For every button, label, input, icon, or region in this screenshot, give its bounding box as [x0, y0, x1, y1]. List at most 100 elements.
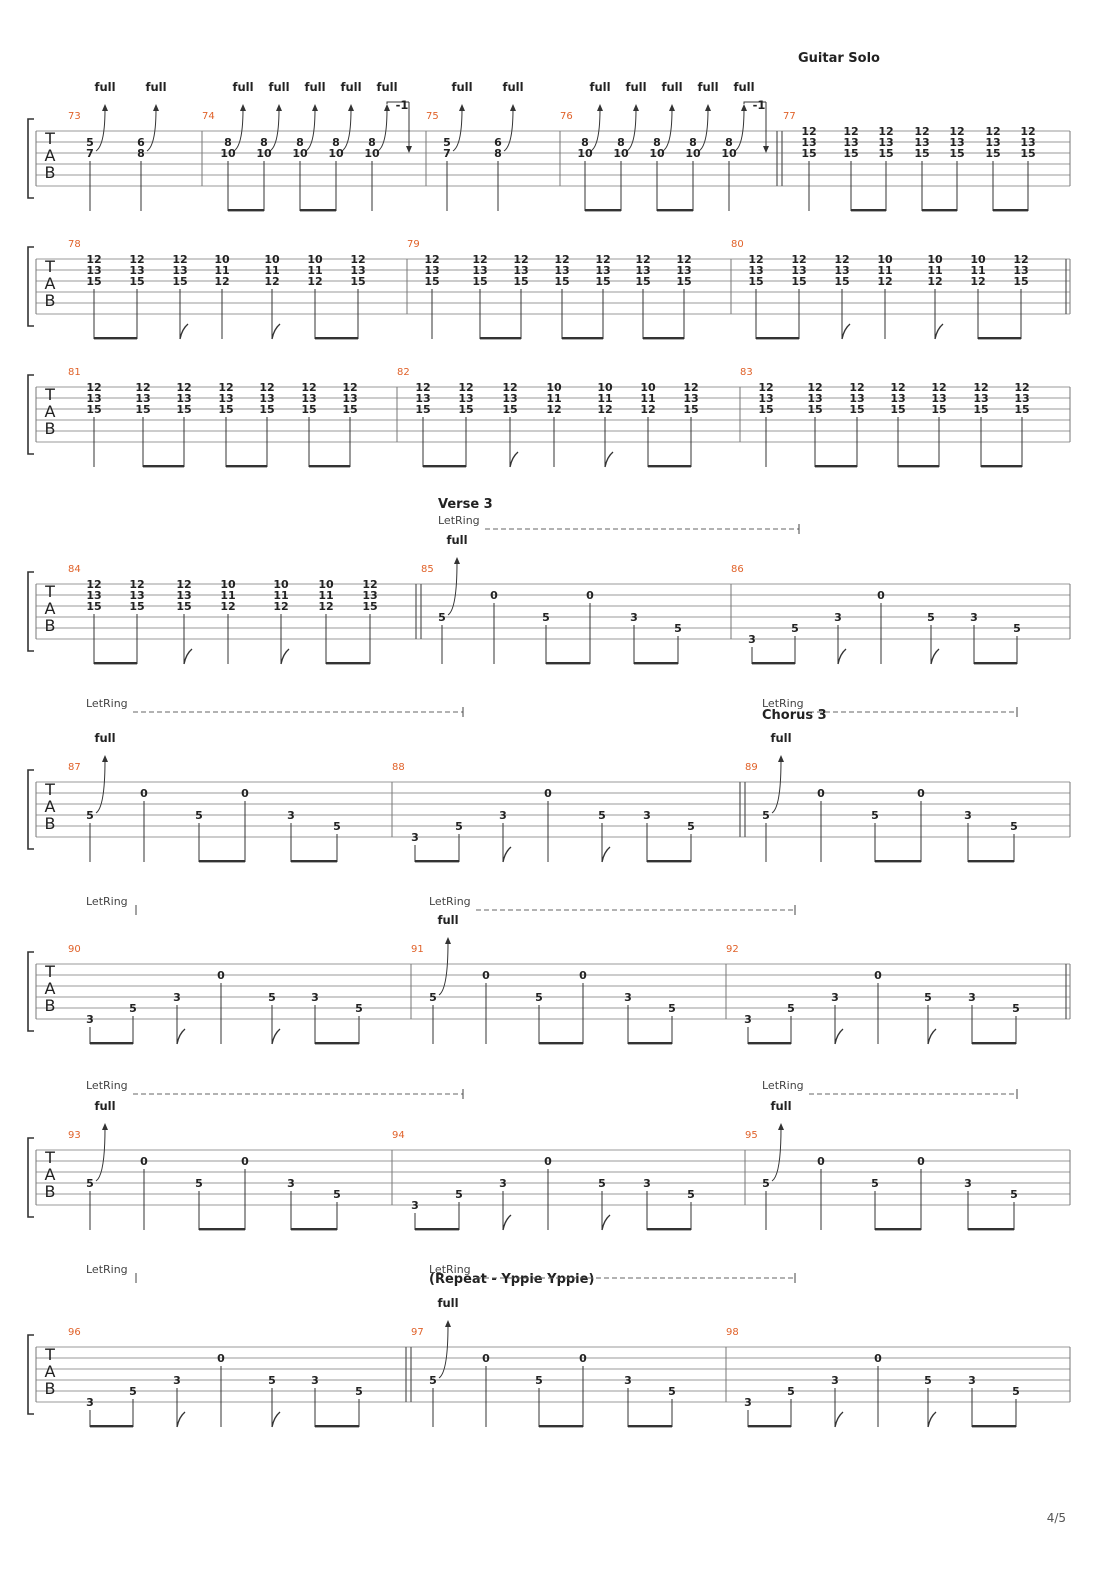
let-ring-label: LetRing	[429, 895, 471, 908]
note: 3	[831, 991, 839, 1044]
fret-number: 10	[721, 147, 737, 160]
note-flag	[176, 1028, 186, 1045]
fret-number: 15	[86, 600, 101, 613]
note: 5	[333, 1188, 341, 1230]
fret-number: 12	[362, 578, 377, 591]
measure-number: 81	[68, 367, 81, 378]
note: 3	[311, 991, 319, 1044]
fret-number: 0	[874, 969, 882, 982]
beam	[326, 662, 370, 665]
note: 5	[129, 1385, 137, 1427]
bend-curve	[269, 108, 280, 152]
note: 3	[624, 991, 632, 1044]
fret-number: 13	[683, 392, 698, 405]
fret-number: 5	[1010, 820, 1018, 833]
fret-number: 8	[494, 147, 502, 160]
beam	[415, 860, 459, 863]
note: 0	[140, 1155, 148, 1230]
fret-number: 12	[683, 381, 698, 394]
fret-number: 11	[877, 264, 892, 277]
fret-number: 5	[195, 809, 203, 822]
bend-curve	[698, 108, 709, 152]
fret-number: 0	[817, 1155, 825, 1168]
fret-number: 15	[985, 147, 1000, 160]
note: 3	[630, 611, 638, 664]
beam	[648, 465, 691, 468]
fret-number: 15	[973, 403, 988, 416]
fret-number: 12	[843, 125, 858, 138]
let-ring-label: LetRing	[86, 895, 128, 908]
fret-number: 10	[877, 253, 893, 266]
bend-arrowhead	[597, 104, 603, 111]
release-arrowhead	[763, 146, 769, 153]
fret-number: 5	[791, 622, 799, 635]
fret-number: 8	[725, 136, 733, 149]
fret-number: 3	[643, 1177, 651, 1190]
fret-number: 5	[429, 1374, 437, 1387]
fret-number: 13	[129, 264, 144, 277]
note: 5 full	[429, 913, 459, 1044]
fret-number: 12	[220, 600, 235, 613]
note: 3	[287, 809, 295, 862]
note: 3	[831, 1374, 839, 1427]
fret-number: 5	[924, 991, 932, 1004]
bend-arrowhead	[102, 755, 108, 762]
fret-number: 10	[649, 147, 665, 160]
bend-label: full	[451, 80, 472, 94]
fret-number: 12	[640, 403, 655, 416]
note: 0	[586, 589, 594, 664]
fret-number: 12	[502, 381, 517, 394]
fret-number: 0	[482, 969, 490, 982]
note: 3	[744, 1396, 752, 1427]
fret-number: 12	[973, 381, 988, 394]
beam	[90, 1042, 133, 1045]
note: 0	[241, 787, 249, 862]
release-label: -1	[753, 98, 766, 112]
note: 0	[241, 1155, 249, 1230]
fret-number: 5	[787, 1002, 795, 1015]
note: 5 full	[86, 731, 116, 862]
fret-number: 12	[914, 125, 929, 138]
measure-number: 77	[783, 111, 796, 122]
fret-number: 0	[490, 589, 498, 602]
fret-number: 12	[595, 253, 610, 266]
note: 3	[643, 809, 651, 862]
fret-number: 8	[689, 136, 697, 149]
beam	[978, 337, 1021, 340]
fret-number: 13	[1020, 136, 1035, 149]
fret-number: 15	[415, 403, 430, 416]
beam	[539, 1425, 583, 1428]
fret-number: 13	[458, 392, 473, 405]
note: 5	[674, 622, 682, 664]
bend-label: full	[770, 731, 791, 745]
fret-number: 3	[970, 611, 978, 624]
fret-number: 15	[129, 275, 144, 288]
fret-number: 10	[613, 147, 629, 160]
fret-number: 15	[635, 275, 650, 288]
note: 5	[791, 622, 799, 664]
fret-number: 5	[86, 809, 94, 822]
release-line	[743, 101, 766, 104]
beam	[90, 1425, 133, 1428]
fret-number: 0	[544, 1155, 552, 1168]
fret-number: 10	[220, 578, 236, 591]
bend-label: full	[437, 913, 458, 927]
fret-number: 3	[411, 1199, 419, 1212]
fret-number: 15	[301, 403, 316, 416]
beam	[300, 209, 336, 212]
measure-number: 94	[392, 1130, 405, 1141]
tab-clef-letter: T	[44, 1345, 55, 1364]
fret-number: 12	[264, 275, 279, 288]
fret-number: 0	[140, 1155, 148, 1168]
bend-label: full	[94, 731, 115, 745]
tab-clef-letter: A	[45, 274, 56, 293]
fret-number: 5	[429, 991, 437, 1004]
